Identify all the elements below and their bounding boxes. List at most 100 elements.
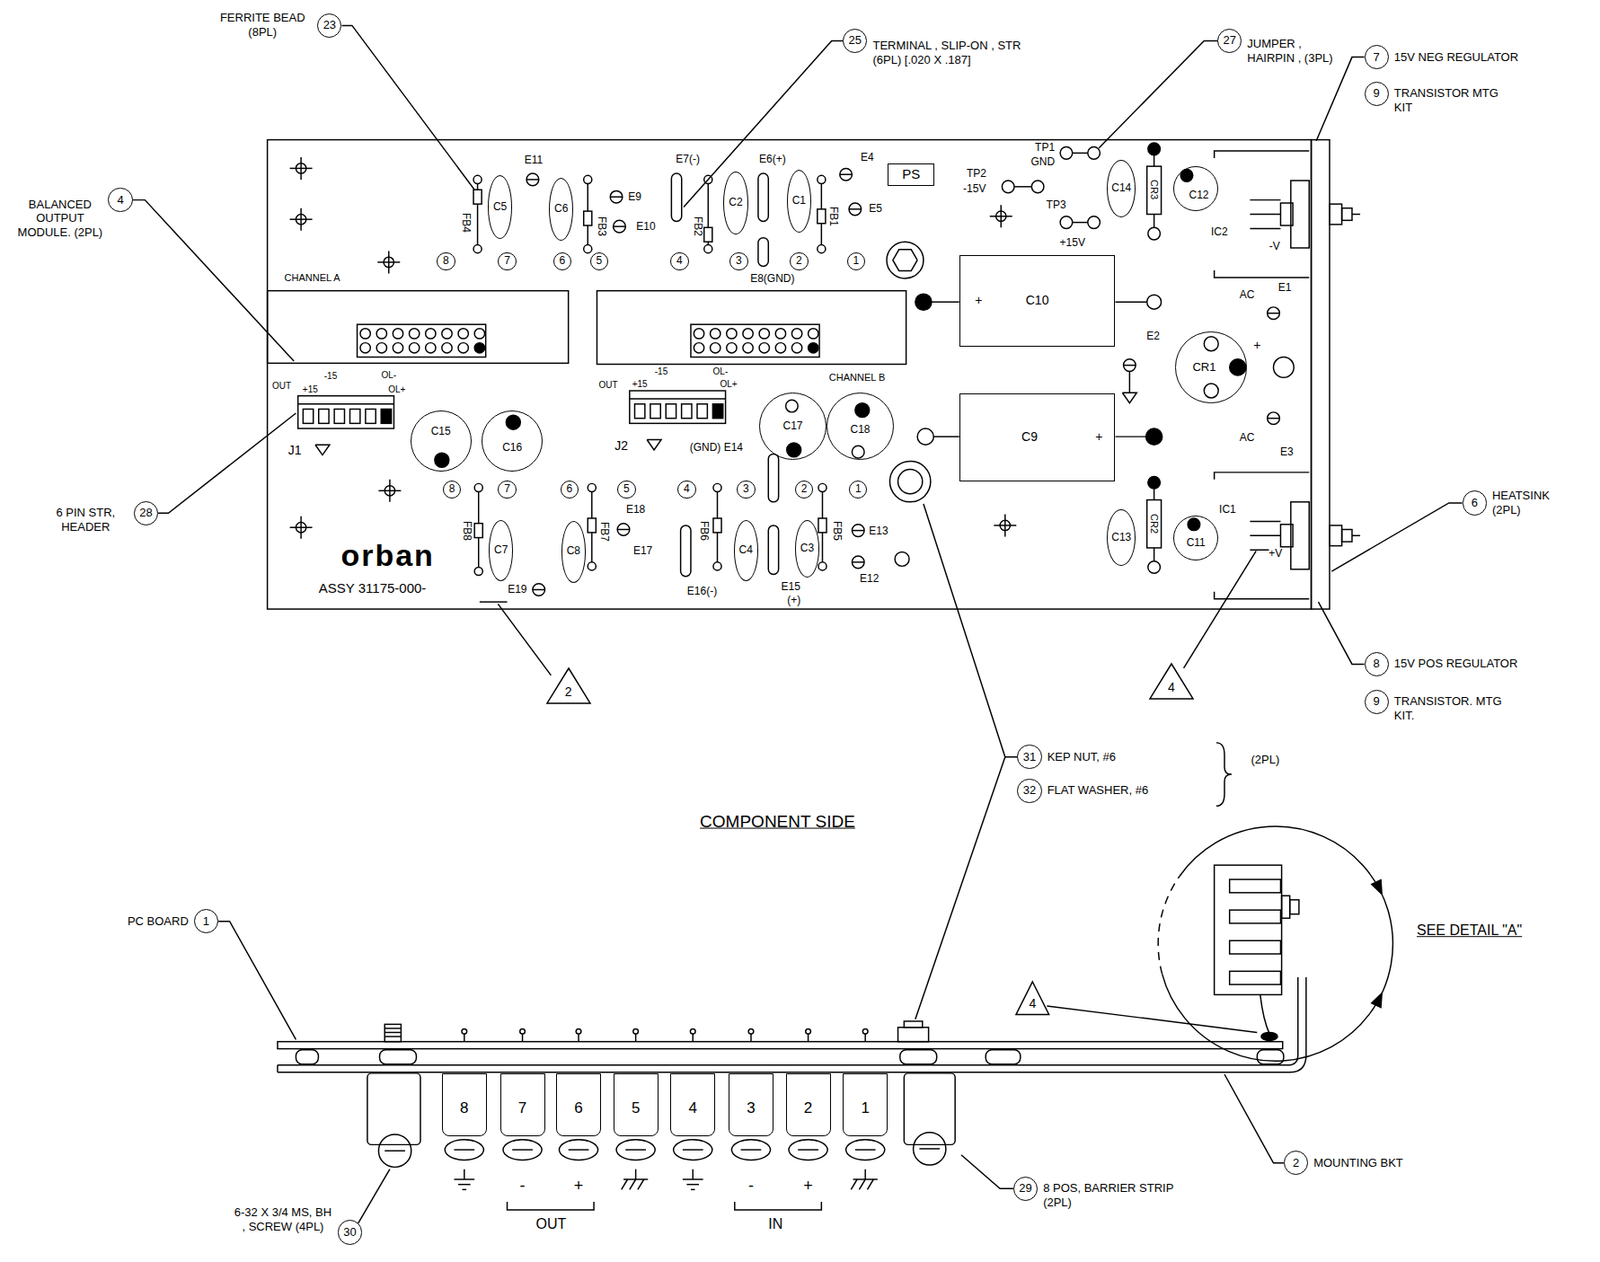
- part-label: +: [1253, 338, 1261, 353]
- part-label: CR3: [1149, 179, 1160, 200]
- capacitor-body: C9+: [959, 393, 1116, 482]
- ground-symbol: [315, 444, 330, 455]
- leader-line: [923, 503, 1017, 758]
- callout-balloon: 32FLAT WASHER, #6: [1016, 778, 1042, 804]
- pad: [583, 245, 593, 254]
- pad: [786, 399, 799, 413]
- capacitor-outline: C1: [786, 169, 812, 233]
- header-pin: [302, 408, 313, 424]
- part-description: 15V POS REGULATOR: [1394, 657, 1519, 672]
- part-description: TRANSISTOR. MTG KIT.: [1394, 695, 1503, 724]
- part-label: +: [803, 1177, 814, 1196]
- callout-number: 32: [1023, 784, 1036, 797]
- heatsink-slot: [1229, 940, 1282, 955]
- pad: [713, 562, 722, 571]
- part-label: +15V: [1060, 238, 1086, 250]
- lead: [1114, 435, 1146, 437]
- triangle-outline: [1149, 663, 1194, 699]
- part-description: FLAT WASHER, #6: [1047, 783, 1149, 798]
- crosshair: [388, 479, 390, 503]
- revision-blank: [479, 601, 508, 602]
- polarity-dot: [1229, 359, 1247, 376]
- polarity-dot: [1187, 518, 1201, 531]
- polarity-dot: [505, 415, 521, 430]
- terminal-pin: [689, 1028, 696, 1035]
- callout-number: 31: [1023, 751, 1036, 764]
- callout-balloon: 9TRANSISTOR. MTG KIT.: [1364, 689, 1389, 715]
- capacitor-outline: C7: [488, 520, 513, 582]
- callout-number: 25: [848, 34, 862, 47]
- callout-balloon: 25TERMINAL , SLIP-ON , STR (6PL) [.020 X…: [842, 28, 867, 54]
- part-label: E17: [633, 546, 653, 558]
- chassis-symbol: [637, 1179, 645, 1190]
- header-pin: [697, 404, 708, 419]
- capacitor-outline: C8: [561, 521, 586, 583]
- pad: [817, 245, 826, 254]
- pad: [1148, 561, 1161, 575]
- terminal-pad: [848, 203, 862, 216]
- note-number: 4: [1029, 997, 1037, 1011]
- part-label: -15: [324, 370, 337, 381]
- terminal-pin: [521, 1034, 523, 1043]
- barrier-terminal: 7: [500, 1073, 546, 1137]
- screw-end: [1352, 213, 1361, 215]
- callout-balloon: 715V NEG REGULATOR: [1364, 44, 1389, 70]
- connector-pin: [710, 343, 721, 354]
- component-ref: C3: [800, 542, 814, 555]
- part-label: OL+: [719, 379, 737, 389]
- leader-line: [961, 1155, 1014, 1189]
- ground-symbol: [462, 1189, 468, 1191]
- pad: [894, 551, 910, 566]
- module-connector: [690, 324, 820, 357]
- pad-number: 7: [497, 480, 516, 499]
- terminal-pad-mark: [617, 529, 630, 531]
- part-label: FB7: [598, 521, 610, 542]
- terminal-screw: [673, 1140, 713, 1161]
- ground-symbol: [692, 1169, 694, 1180]
- component-ref: 7: [503, 484, 511, 496]
- capacitor-can: C12: [1173, 166, 1219, 212]
- nut: [1329, 203, 1343, 225]
- spacer: [380, 1050, 417, 1065]
- screw-slot: [512, 1149, 533, 1150]
- slip-on-terminal: [758, 173, 769, 221]
- terminal-pad-mark: [1267, 417, 1281, 419]
- slip-on-terminal: [768, 453, 778, 502]
- mounting-screw-head: [913, 1132, 946, 1166]
- connector-pin: [458, 328, 469, 339]
- component-ref: C6: [554, 203, 568, 215]
- chassis-symbol: [864, 1169, 866, 1180]
- test-point: [1087, 147, 1101, 160]
- ground-symbol: [690, 1189, 696, 1191]
- connector-pin: [474, 343, 485, 354]
- screw-end: [1352, 535, 1361, 537]
- leader-line: [915, 757, 1006, 1020]
- header-pin: [712, 404, 723, 419]
- leader-line: [1046, 1006, 1257, 1034]
- pad: [1148, 227, 1161, 240]
- terminal-number: 3: [746, 1099, 755, 1117]
- pad-number: 3: [729, 252, 748, 271]
- screw-slot: [741, 1149, 762, 1150]
- header-pin: [318, 408, 329, 424]
- component-ref: C5: [493, 201, 507, 213]
- part-label: OL-: [713, 366, 729, 377]
- terminal-pad: [613, 220, 627, 233]
- leader-line: [497, 603, 551, 676]
- connector-pin: [742, 328, 753, 339]
- part-label: +V: [1268, 548, 1282, 560]
- chassis-symbol: [866, 1179, 874, 1190]
- note-flag-triangle: 4: [1015, 981, 1051, 1016]
- bracket: [507, 1202, 595, 1211]
- maker-logo: orban: [340, 539, 434, 573]
- screw-end: [1342, 208, 1353, 221]
- pad: [1203, 383, 1219, 398]
- solder-joint: [1261, 1032, 1278, 1041]
- capacitor-can: C15: [410, 410, 472, 472]
- test-point: [1087, 216, 1101, 230]
- pad-number: 3: [736, 480, 755, 499]
- screw-end: [1342, 529, 1353, 542]
- terminal-pad: [1267, 412, 1281, 425]
- terminal-pad-mark: [851, 530, 865, 531]
